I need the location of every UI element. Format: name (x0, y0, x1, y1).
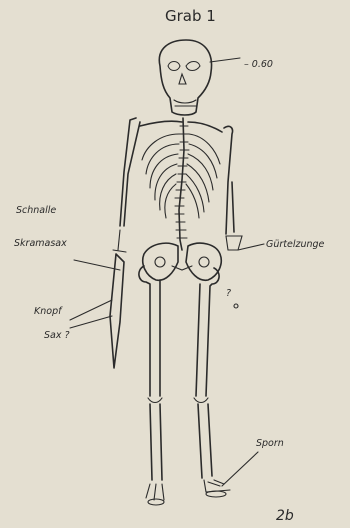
small-find-marker (234, 304, 238, 308)
depth-label: – 0.60 (244, 59, 273, 70)
femurs (139, 266, 219, 403)
knopf-leader (70, 300, 112, 320)
schnalle-label: Schnalle (16, 205, 56, 216)
left-arm (118, 118, 140, 250)
knopf-label: Knopf (34, 306, 63, 317)
ribs (142, 134, 220, 218)
sporn-leader (222, 452, 258, 486)
skull (159, 40, 211, 115)
guertelzunge-label: Gürtelzunge (266, 239, 325, 250)
grave-title: Grab 1 (165, 7, 216, 25)
sax-label: Sax ? (44, 330, 70, 341)
figure-number: 2b (276, 508, 294, 524)
skramasax-leader (74, 260, 120, 270)
left-clavicle (140, 121, 182, 126)
sax-leader (70, 316, 112, 328)
spine (175, 118, 189, 250)
guertelzunge-leader (238, 244, 264, 250)
sporn-label: Sporn (256, 438, 284, 449)
right-clavicle (188, 122, 222, 132)
question-label: ? (226, 288, 231, 299)
depth-leader-line (210, 58, 240, 62)
sax-blade (110, 250, 126, 368)
feet (146, 480, 230, 505)
skramasax-label: Skramasax (14, 238, 67, 249)
right-arm (224, 126, 242, 250)
lower-legs (150, 404, 212, 480)
